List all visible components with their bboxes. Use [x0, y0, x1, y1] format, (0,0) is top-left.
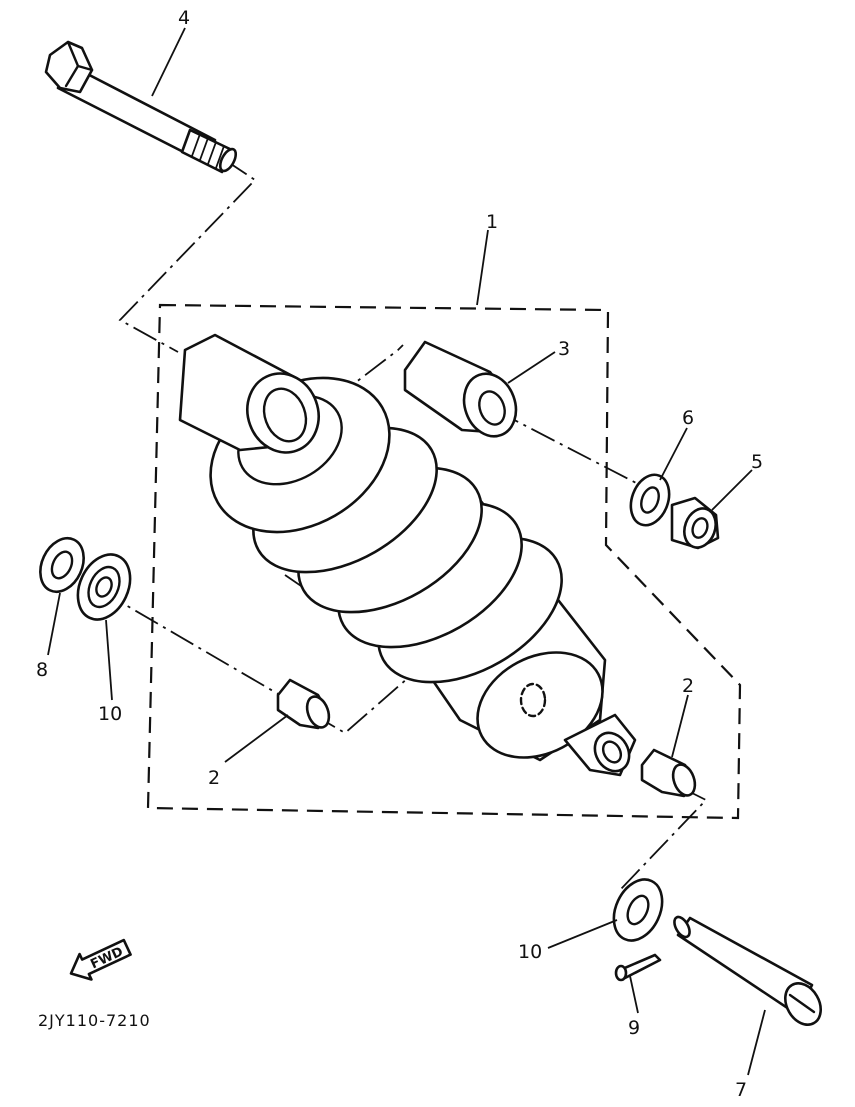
upper-collar — [178, 333, 320, 454]
leader-1 — [476, 229, 489, 306]
callout-8: 8 — [36, 659, 48, 681]
washer-10-lower — [612, 878, 664, 942]
callout-5: 5 — [751, 451, 763, 473]
callout-9: 9 — [628, 1017, 640, 1039]
drawing-code: 2JY110-7210 — [38, 1011, 151, 1030]
leader-4 — [151, 27, 186, 97]
callout-4: 4 — [178, 7, 190, 29]
collar-2-right — [640, 748, 697, 798]
collar-2-left — [276, 678, 331, 730]
callout-2-right: 2 — [682, 675, 694, 697]
leader-8 — [47, 592, 61, 656]
leader-10a — [105, 619, 113, 701]
callout-10-lower: 10 — [518, 941, 542, 963]
callout-3: 3 — [558, 338, 570, 360]
assembly-boundary — [146, 303, 742, 820]
leader-3 — [507, 351, 556, 384]
leader-7 — [747, 1009, 766, 1076]
leader-2a — [224, 714, 289, 763]
nut-5 — [670, 496, 720, 550]
washer-8 — [39, 536, 85, 594]
leader-10b — [547, 919, 618, 949]
fwd-arrow-icon: FWD — [69, 938, 132, 981]
centerline-lower-right — [619, 787, 708, 891]
bushing-3 — [403, 340, 518, 438]
callout-7: 7 — [735, 1079, 747, 1101]
cotter-pin-9 — [614, 953, 662, 982]
leader-9 — [629, 975, 639, 1014]
centerline-bolt-4 — [118, 159, 257, 353]
callout-1: 1 — [486, 211, 498, 233]
centerline-lower-left — [99, 589, 441, 735]
shock-absorber-1 — [209, 376, 637, 777]
seal-10-upper — [76, 553, 132, 621]
leader-5 — [711, 469, 753, 511]
washer-6 — [629, 473, 671, 527]
bolt-4 — [44, 40, 238, 174]
centerline-upper-right — [494, 409, 641, 486]
callout-10-upper: 10 — [98, 703, 122, 725]
callout-2-left: 2 — [208, 767, 220, 789]
leader-6 — [659, 427, 688, 481]
callout-6: 6 — [682, 407, 694, 429]
pin-7 — [673, 915, 822, 1026]
leader-2b — [671, 694, 689, 758]
